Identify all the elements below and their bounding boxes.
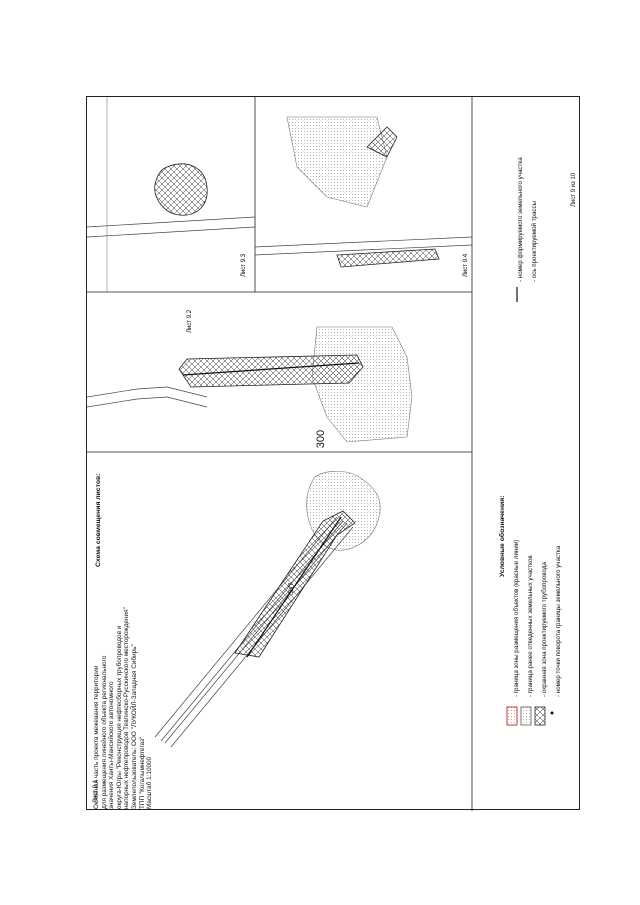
panel-9-2-label: Лист 9.2	[187, 309, 193, 333]
panel-9-3: Лист 9.3	[87, 97, 256, 292]
title-line: значения Ханты-Мансийского автономного	[108, 681, 116, 809]
title-line: напорных нефтепроводов Тевлинско-Русскин…	[123, 607, 131, 809]
legend-item: - номер точки поворота границы земельног…	[555, 545, 562, 697]
panel-9-2: Лист 9.2	[87, 309, 413, 443]
panel-9-1: :ЗУ7 Лист 9.1	[93, 470, 381, 803]
legend-swatches	[506, 287, 554, 726]
panel-9-3-label: Лист 9.3	[241, 253, 247, 277]
title-line: Землепользователь: ООО "ЛУКОЙЛ-Западная …	[130, 644, 138, 809]
title-line: Основная часть проекта межевания террито…	[93, 665, 100, 809]
title-line: округа-Югры "Реконструкция нефтесборных …	[115, 625, 123, 809]
panel-9-4-label: Лист 9.4	[463, 253, 469, 277]
panel-1-parcel-label: :ЗУ7	[289, 582, 295, 595]
legend-item: - граница зоны размещения объектов (крас…	[513, 539, 520, 697]
map-sheet: :ЗУ7 Лист 9.1 Лист 9.2 Лист 9.3	[86, 96, 580, 811]
title-line: Масштаб 1:10000	[146, 756, 154, 809]
sheet-index: Лист 9 из 10	[571, 172, 577, 207]
title-block: Основная часть проекта межевания террито…	[93, 607, 154, 809]
legend-item: - номер формируемого земельного участка	[517, 157, 524, 282]
panel-9-1-label: Лист 9.1	[93, 779, 99, 803]
legend-item: - граница ранее отведенных земельных уча…	[527, 555, 534, 697]
scheme-title: Схема совмещения листов:	[95, 473, 102, 567]
legend-title: Условные обозначения:	[499, 495, 506, 577]
map-drawing: :ЗУ7 Лист 9.1 Лист 9.2 Лист 9.3	[87, 97, 554, 811]
legend-item: - охранная зона проектируемого трубопров…	[541, 562, 548, 697]
legend-item: - ось проектируемой трассы	[531, 200, 538, 282]
panel-9-4: Лист 9.4	[254, 116, 473, 277]
